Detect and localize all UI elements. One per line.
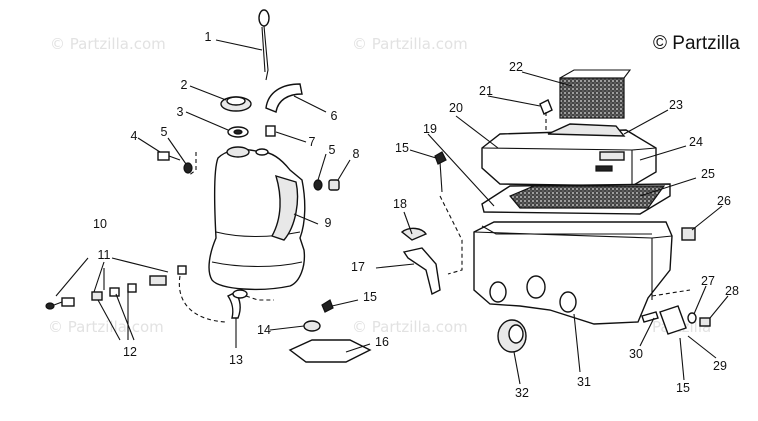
- grommet-8: [328, 179, 340, 191]
- filter-element-25: [481, 183, 671, 215]
- callout-15: 15: [363, 290, 377, 304]
- callout-22: 22: [509, 60, 523, 74]
- air-box-strap-17: [400, 227, 441, 296]
- air-box-base: [473, 221, 673, 325]
- callout-19: 19: [423, 122, 437, 136]
- watermark-text: © Partzilla.com: [352, 318, 468, 336]
- callout-29: 29: [713, 359, 727, 373]
- air-box-cover: [481, 123, 657, 187]
- callout-11: 11: [98, 248, 111, 262]
- callout-20: 20: [449, 101, 463, 115]
- callout-30: 30: [629, 347, 643, 361]
- callout-5: 5: [329, 143, 336, 157]
- callout-8: 8: [353, 147, 360, 161]
- bolt-15-right: [434, 151, 447, 193]
- boot-32: [497, 319, 527, 353]
- callout-16: 16: [375, 335, 389, 349]
- hose-fitting: [265, 125, 276, 137]
- callout-labels: 1 2 3 4 5 5 6 7 8 9 10 11 12 13 14 15 15…: [93, 30, 739, 400]
- fitting-26: [681, 227, 696, 241]
- drain-elbow: [226, 289, 248, 319]
- leader-lines: [55, 39, 729, 385]
- brand-logo-text: © Partzilla: [653, 33, 740, 54]
- callout-7: 7: [309, 135, 316, 149]
- bracket-30: [641, 305, 687, 335]
- washer-5-left: [183, 162, 193, 174]
- callout-14: 14: [257, 323, 271, 337]
- callout-25: 25: [701, 167, 715, 181]
- foam-element-22: [559, 69, 632, 119]
- callout-23: 23: [669, 98, 683, 112]
- oil-filter-line: [45, 265, 187, 310]
- callout-31: 31: [577, 375, 591, 389]
- callout-32: 32: [515, 386, 529, 400]
- callout-26: 26: [717, 194, 731, 208]
- callout-2: 2: [181, 78, 188, 92]
- callout-17: 17: [351, 260, 365, 274]
- clip-21: [539, 99, 553, 115]
- callout-4: 4: [131, 129, 138, 143]
- watermark-text: © Partzilla.com: [50, 35, 166, 53]
- callout-6: 6: [331, 109, 338, 123]
- callout-21: 21: [479, 84, 493, 98]
- tank-cap: [220, 96, 252, 112]
- oil-tank: [208, 146, 306, 291]
- dipstick: [258, 9, 270, 81]
- callout-15: 15: [395, 141, 409, 155]
- callout-1: 1: [205, 30, 212, 44]
- callout-10: 10: [93, 217, 107, 231]
- watermark-text: © Partzilla.com: [48, 318, 164, 336]
- callout-13: 13: [229, 353, 243, 367]
- washer-5-right: [313, 179, 323, 191]
- callout-12: 12: [123, 345, 137, 359]
- watermark-text: © Partzilla.com: [352, 35, 468, 53]
- callout-18: 18: [393, 197, 407, 211]
- bolt-4: [157, 151, 181, 161]
- callout-27: 27: [701, 274, 715, 288]
- callout-3: 3: [177, 105, 184, 119]
- callout-24: 24: [689, 135, 703, 149]
- dashed-guides-right: [439, 112, 691, 297]
- grommet-27-28: [687, 312, 711, 327]
- oil-line-dashed: [178, 152, 274, 323]
- callout-5: 5: [161, 125, 168, 139]
- callout-28: 28: [725, 284, 739, 298]
- callout-9: 9: [325, 216, 332, 230]
- cap-gasket: [227, 126, 249, 138]
- callout-15: 15: [676, 381, 690, 395]
- vent-hose: [265, 83, 303, 113]
